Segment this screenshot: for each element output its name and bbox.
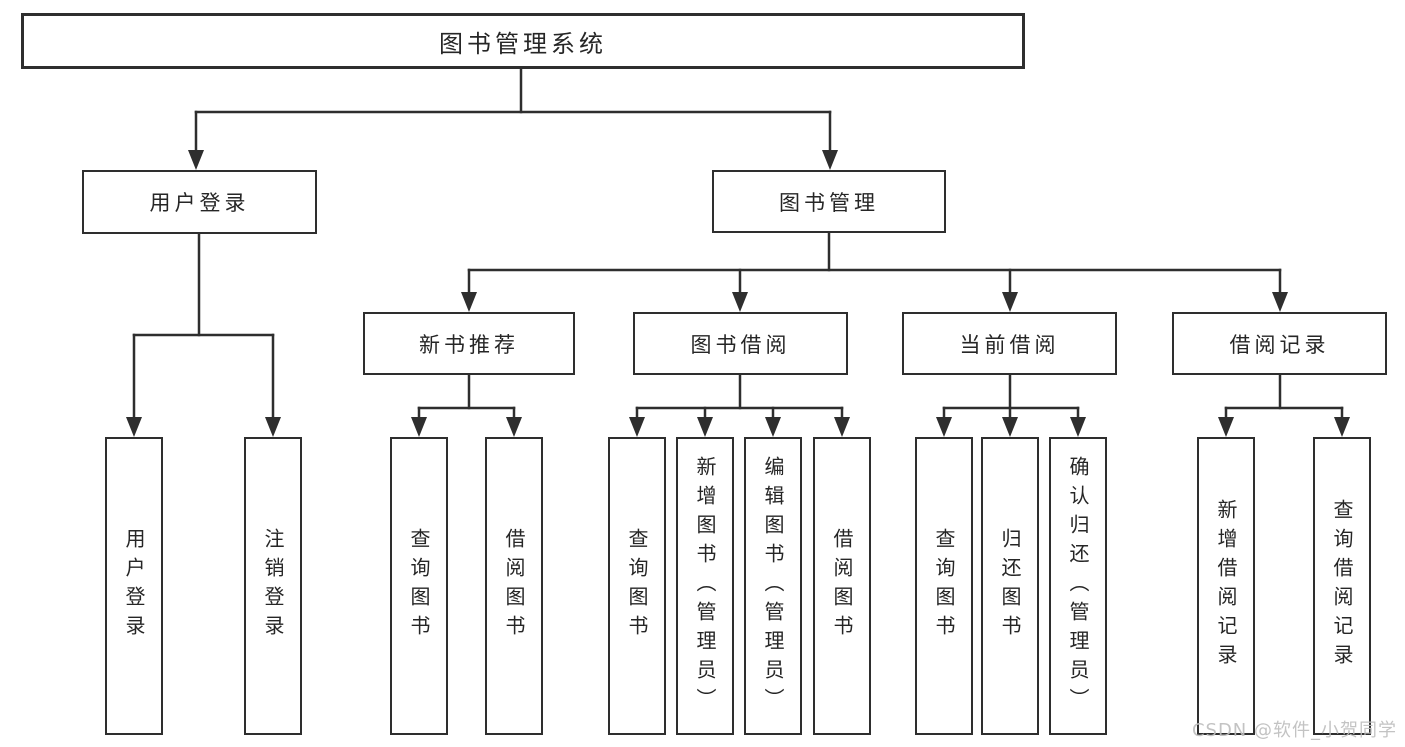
leaf-query-books-borrow: 查询图书	[608, 437, 666, 735]
node-label: 借阅图书	[830, 528, 854, 644]
leaf-edit-books-admin: 编辑图书（管理员）	[744, 437, 802, 735]
csdn-watermark: CSDN @软件_小贺同学	[1191, 720, 1397, 741]
leaf-confirm-return-admin: 确认归还（管理员）	[1049, 437, 1107, 735]
leaf-borrow-books: 借阅图书	[813, 437, 871, 735]
node-label: 借阅记录	[1229, 332, 1330, 357]
node-library-management-system: 图书管理系统	[21, 13, 1025, 69]
node-label: 新书推荐	[419, 332, 519, 357]
node-book-borrowing: 图书借阅	[633, 312, 848, 375]
node-label: 图书管理	[779, 190, 879, 215]
node-new-book-recommendation: 新书推荐	[363, 312, 575, 375]
leaf-logout: 注销登录	[244, 437, 302, 735]
node-book-management: 图书管理	[712, 170, 946, 233]
node-label: 查询借阅记录	[1330, 499, 1354, 673]
node-label: 确认归还（管理员）	[1066, 455, 1090, 717]
node-label: 编辑图书（管理员）	[761, 455, 785, 717]
node-label: 查询图书	[625, 528, 649, 644]
node-user-login: 用户登录	[82, 170, 317, 234]
node-label: 新增图书（管理员）	[693, 455, 717, 717]
node-label: 归还图书	[998, 528, 1022, 644]
node-label: 用户登录	[122, 528, 146, 644]
node-label: 图书管理系统	[439, 29, 607, 58]
node-label: 当前借阅	[959, 332, 1060, 357]
node-label: 用户登录	[149, 191, 250, 215]
leaf-user-login: 用户登录	[105, 437, 163, 735]
node-label: 借阅图书	[502, 528, 526, 644]
node-current-borrowing: 当前借阅	[902, 312, 1117, 375]
node-label: 查询图书	[932, 528, 956, 644]
leaf-query-borrow-record: 查询借阅记录	[1313, 437, 1371, 735]
leaf-add-books-admin: 新增图书（管理员）	[676, 437, 734, 735]
node-label: 查询图书	[407, 528, 431, 644]
leaf-add-borrow-record: 新增借阅记录	[1197, 437, 1255, 735]
leaf-return-books: 归还图书	[981, 437, 1039, 735]
leaf-query-books-recommend: 查询图书	[390, 437, 448, 735]
leaf-query-books-current: 查询图书	[915, 437, 973, 735]
leaf-borrow-books-recommend: 借阅图书	[485, 437, 543, 735]
node-label: 注销登录	[261, 528, 285, 644]
node-borrowing-records: 借阅记录	[1172, 312, 1387, 375]
node-label: 图书借阅	[690, 332, 791, 357]
node-label: 新增借阅记录	[1214, 499, 1238, 673]
